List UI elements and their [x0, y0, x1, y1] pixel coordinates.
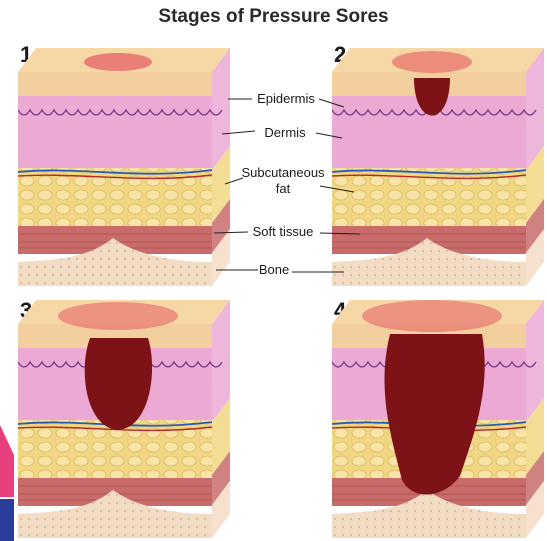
label-dermis: Dermis — [255, 125, 315, 141]
corner-accent-shape — [0, 425, 30, 541]
skin-block-stage-2 — [332, 48, 544, 286]
label-subcutaneous: Subcutaneous fat — [238, 165, 328, 197]
dermis-layer — [18, 96, 212, 168]
skin-block-stage-1 — [18, 48, 230, 286]
label-bone: Bone — [256, 262, 292, 278]
label-soft-tissue: Soft tissue — [246, 224, 320, 240]
skin-block-stage-3 — [18, 300, 230, 538]
diagram-title: Stages of Pressure Sores — [0, 6, 547, 28]
label-epidermis: Epidermis — [251, 91, 321, 107]
label-subcutaneous-line2: fat — [238, 181, 328, 197]
redness-mark — [84, 53, 152, 71]
subcutaneous-fat-layer — [18, 168, 212, 226]
skin-block-stage-4 — [332, 300, 544, 538]
subcutaneous-fat-layer — [332, 168, 526, 226]
epidermis-layer — [18, 72, 212, 96]
label-subcutaneous-line1: Subcutaneous — [238, 165, 328, 181]
